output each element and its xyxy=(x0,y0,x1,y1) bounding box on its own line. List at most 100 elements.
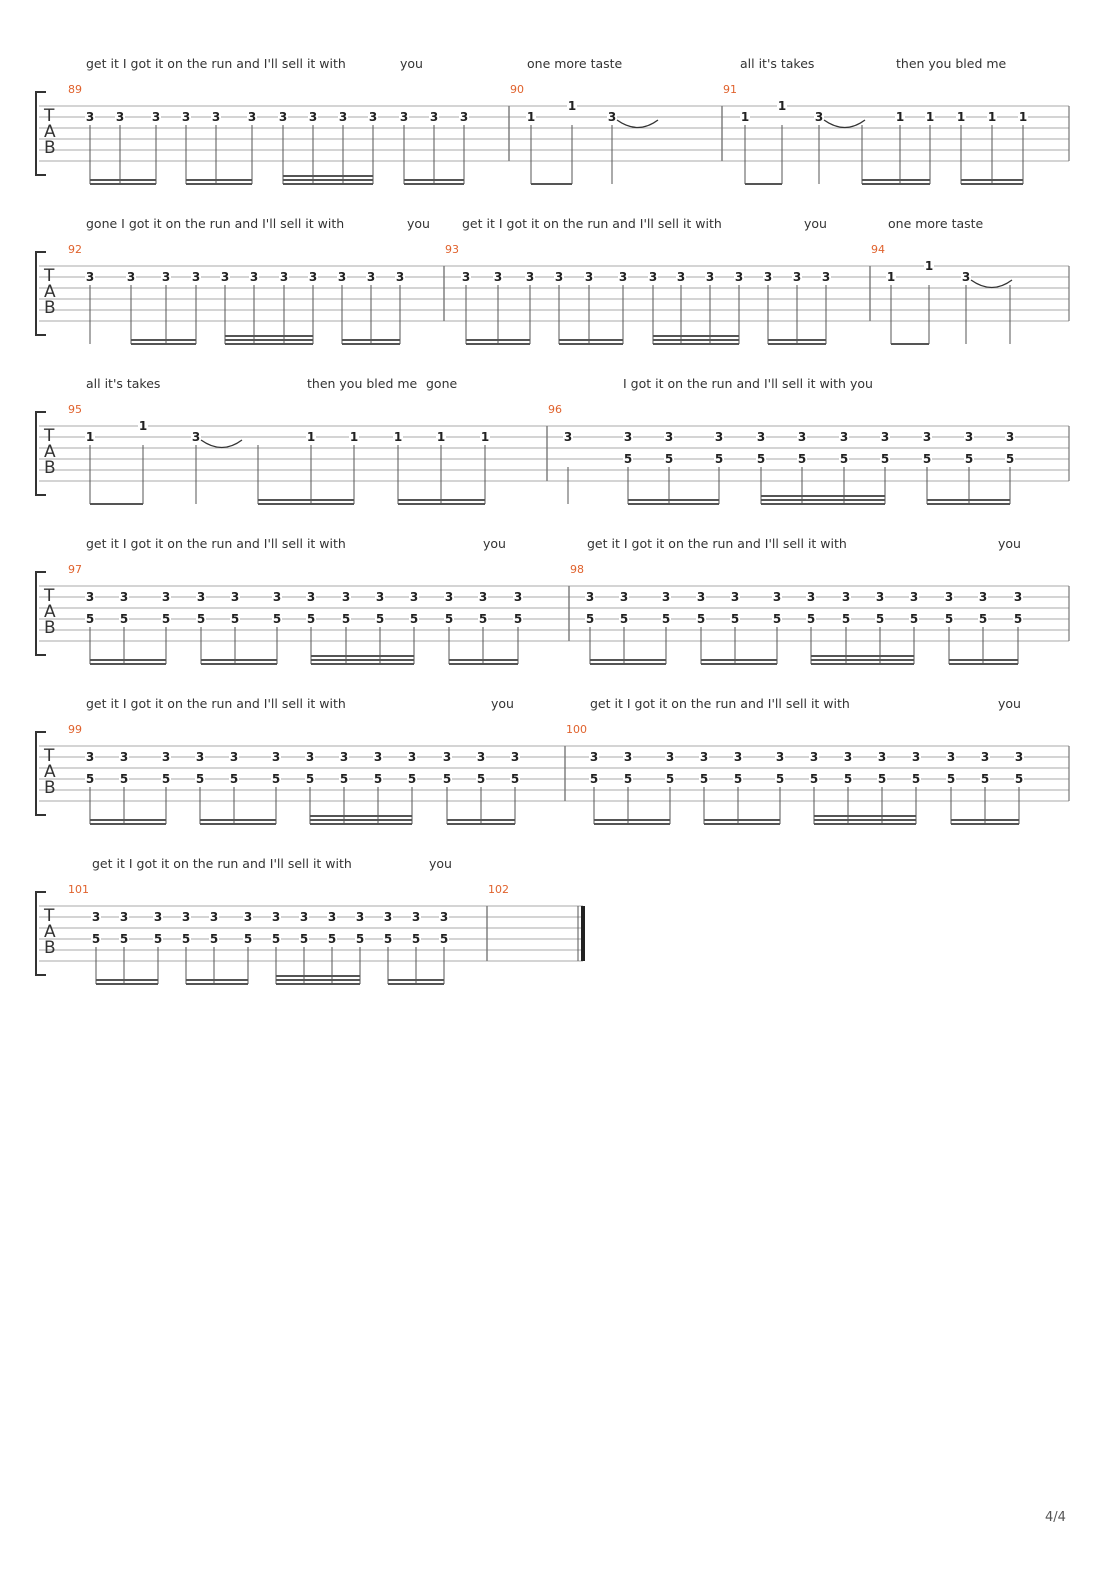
fret-background xyxy=(1014,772,1024,785)
fret-background xyxy=(877,772,887,785)
fret-number: 5 xyxy=(844,772,852,786)
lyric-text: get it I got it on the run and I'll sell… xyxy=(86,56,346,71)
fret-number: 3 xyxy=(248,110,256,124)
fret-background xyxy=(383,932,393,945)
fret-number: 5 xyxy=(1006,452,1014,466)
fret-number: 3 xyxy=(250,270,258,284)
fret-number: 3 xyxy=(494,270,502,284)
tab-clef-letter: T xyxy=(43,906,55,926)
beam xyxy=(200,823,276,825)
fret-number: 1 xyxy=(925,259,933,273)
fret-number: 5 xyxy=(731,612,739,626)
fret-background xyxy=(126,270,136,283)
fret-background xyxy=(705,270,715,283)
fret-background xyxy=(480,430,490,443)
beam xyxy=(449,659,518,661)
lyric-text: get it I got it on the run and I'll sell… xyxy=(92,856,352,871)
lyric-text: you xyxy=(998,536,1021,551)
fret-number: 3 xyxy=(309,270,317,284)
fret-background xyxy=(585,612,595,625)
fret-background xyxy=(607,110,617,123)
staff-bracket xyxy=(35,91,46,176)
beam xyxy=(310,819,412,821)
beam xyxy=(811,659,914,661)
fret-background xyxy=(196,590,206,603)
beam xyxy=(90,823,166,825)
lyric-text: get it I got it on the run and I'll sell… xyxy=(587,536,847,551)
lyric-text: one more taste xyxy=(888,216,984,231)
fret-number: 3 xyxy=(815,110,823,124)
fret-number: 3 xyxy=(878,750,886,764)
fret-number: 3 xyxy=(307,590,315,604)
fret-background xyxy=(922,430,932,443)
fret-number: 3 xyxy=(460,110,468,124)
fret-background xyxy=(407,750,417,763)
fret-number: 3 xyxy=(273,590,281,604)
tab-clef-letter: B xyxy=(44,618,56,638)
fret-background xyxy=(909,612,919,625)
fret-number: 3 xyxy=(154,910,162,924)
fret-background xyxy=(308,270,318,283)
measure-number: 91 xyxy=(723,83,737,96)
fret-number: 5 xyxy=(910,612,918,626)
lyric-text: you xyxy=(491,696,514,711)
fret-background xyxy=(880,430,890,443)
fret-background xyxy=(161,590,171,603)
beam xyxy=(201,659,277,661)
fret-background xyxy=(1005,430,1015,443)
fret-number: 5 xyxy=(979,612,987,626)
beam xyxy=(447,823,515,825)
fret-background xyxy=(409,590,419,603)
tab-clef-letter: T xyxy=(43,746,55,766)
tab-clef-letter: T xyxy=(43,106,55,126)
fret-background xyxy=(623,452,633,465)
fret-number: 3 xyxy=(876,590,884,604)
fret-number: 3 xyxy=(910,590,918,604)
fret-number: 3 xyxy=(116,110,124,124)
beam xyxy=(949,663,1018,665)
fret-number: 5 xyxy=(798,452,806,466)
beam xyxy=(768,339,826,341)
fret-number: 3 xyxy=(86,270,94,284)
fret-background xyxy=(209,910,219,923)
fret-background xyxy=(513,590,523,603)
fret-number: 3 xyxy=(374,750,382,764)
staff-bracket xyxy=(35,571,46,656)
fret-number: 3 xyxy=(197,590,205,604)
fret-background xyxy=(439,910,449,923)
lyric-text: get it I got it on the run and I'll sell… xyxy=(590,696,850,711)
measure-number: 96 xyxy=(548,403,562,416)
staff-bracket xyxy=(35,251,46,336)
beam xyxy=(628,499,719,501)
measure-number: 99 xyxy=(68,723,82,736)
fret-number: 5 xyxy=(162,772,170,786)
fret-number: 5 xyxy=(697,612,705,626)
fret-number: 5 xyxy=(666,772,674,786)
fret-background xyxy=(305,750,315,763)
fret-background xyxy=(119,750,129,763)
lyric-text: then you bled me xyxy=(307,376,418,391)
fret-number: 3 xyxy=(945,590,953,604)
beam xyxy=(811,655,914,657)
fret-number: 1 xyxy=(86,430,94,444)
measure-number: 98 xyxy=(570,563,584,576)
fret-number: 3 xyxy=(396,270,404,284)
fret-number: 5 xyxy=(620,612,628,626)
fret-background xyxy=(843,750,853,763)
tie-arc xyxy=(616,119,659,129)
fret-background xyxy=(619,612,629,625)
fret-number: 3 xyxy=(979,590,987,604)
fret-number: 3 xyxy=(328,910,336,924)
fret-background xyxy=(153,910,163,923)
fret-background xyxy=(411,932,421,945)
fret-number: 1 xyxy=(1019,110,1027,124)
fret-background xyxy=(730,612,740,625)
fret-background xyxy=(341,590,351,603)
fret-background xyxy=(119,772,129,785)
fret-background xyxy=(366,270,376,283)
fret-background xyxy=(272,612,282,625)
fret-background xyxy=(733,750,743,763)
fret-number: 1 xyxy=(437,430,445,444)
fret-background xyxy=(191,270,201,283)
